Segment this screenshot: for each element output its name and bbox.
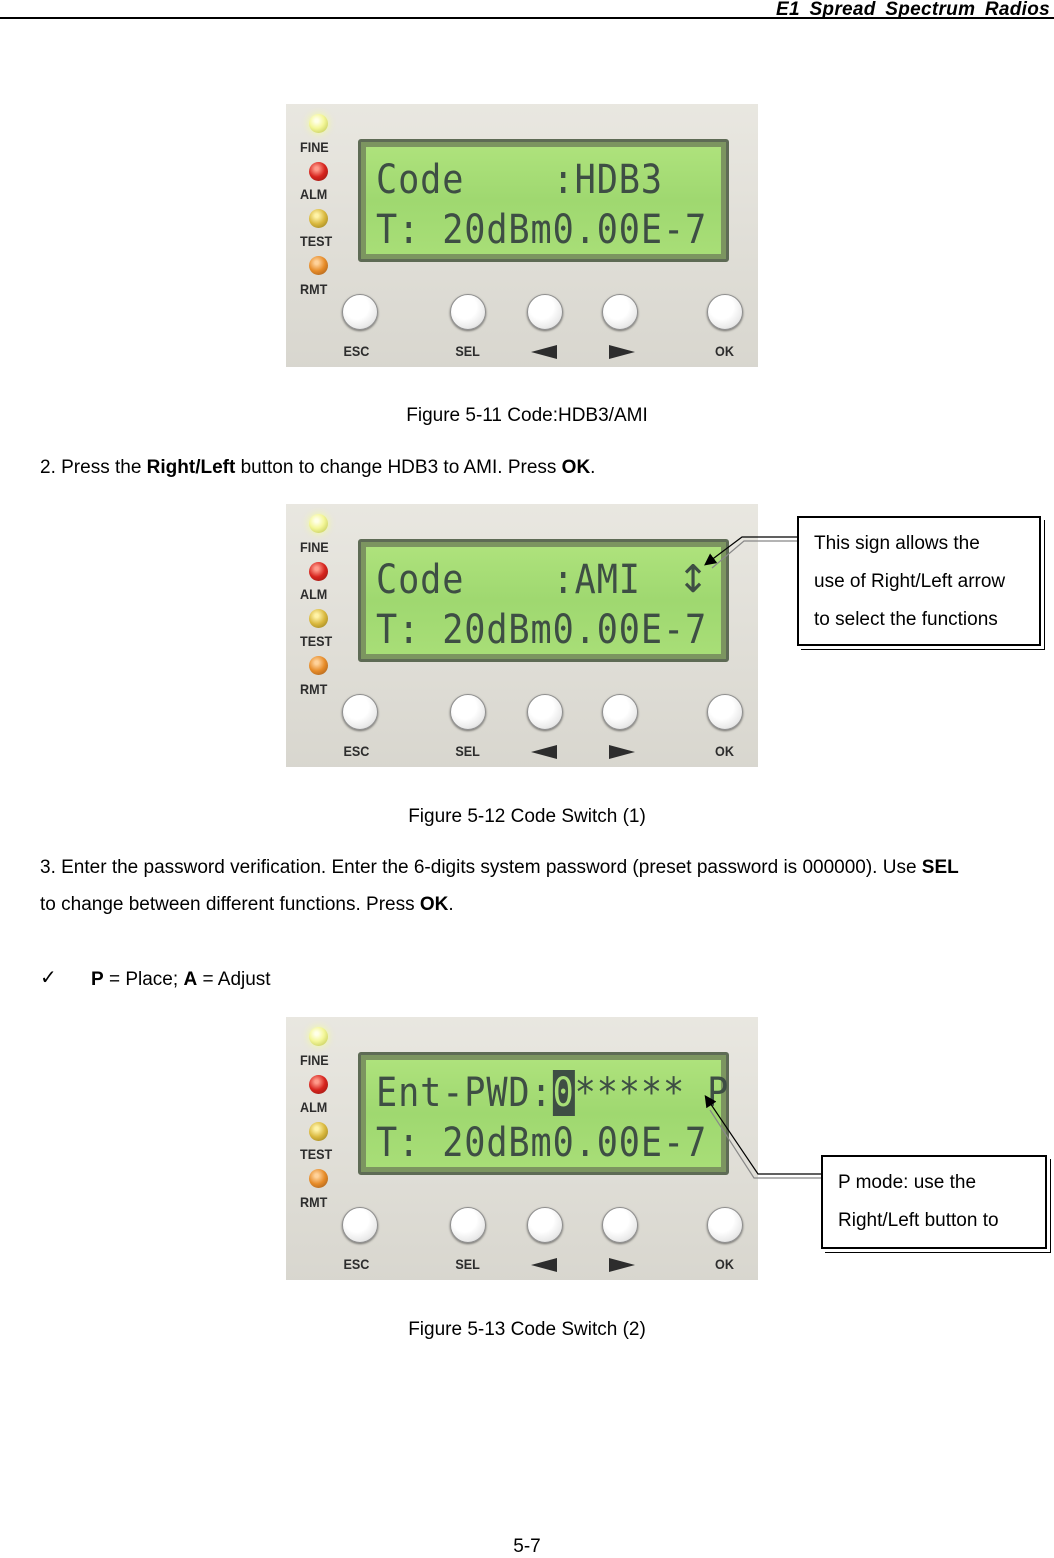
- rmt-led-icon: [309, 256, 328, 275]
- left-button: [527, 294, 563, 330]
- ok-label: OK: [715, 343, 734, 359]
- lcd-line-1: Ent-PWD:0***** P: [376, 1070, 730, 1116]
- lcd-screen: Code :HDB3 T: 20dBm0.00E-7: [358, 139, 729, 262]
- page-number: 5-7: [513, 1536, 541, 1557]
- sel-label: SEL: [455, 743, 480, 759]
- up-down-arrow-icon: ↕: [677, 557, 709, 601]
- right-arrow-icon: [609, 1258, 635, 1272]
- led-label-fine: FINE: [300, 539, 329, 555]
- device-panel-figure3: FINE ALM TEST RMT Ent-PWD:0***** P T: 20…: [286, 1017, 758, 1280]
- right-left-term: Right/Left: [146, 457, 236, 478]
- ok-button: [707, 1207, 743, 1243]
- device-panel-figure1: FINE ALM TEST RMT Code :HDB3 T: 20dBm0.0…: [286, 104, 758, 367]
- running-header: E1 Spread Spectrum Radios: [776, 0, 1050, 20]
- lcd-screen: Ent-PWD:0***** P T: 20dBm0.00E-7: [358, 1052, 729, 1175]
- ok-label: OK: [715, 1256, 734, 1272]
- sel-label: SEL: [455, 1256, 480, 1272]
- left-arrow-icon: [531, 745, 557, 759]
- right-button: [602, 694, 638, 730]
- sel-button: [450, 694, 486, 730]
- alm-led-icon: [309, 162, 328, 181]
- led-label-alm: ALM: [300, 186, 328, 202]
- led-label-fine: FINE: [300, 1052, 329, 1068]
- esc-label: ESC: [343, 743, 370, 759]
- right-arrow-icon: [609, 345, 635, 359]
- ok-button: [707, 694, 743, 730]
- rmt-led-icon: [309, 1169, 328, 1188]
- sel-button: [450, 294, 486, 330]
- led-label-rmt: RMT: [300, 1194, 328, 1210]
- right-button: [602, 1207, 638, 1243]
- lcd-line-1: Code :HDB3: [376, 157, 663, 203]
- test-led-icon: [309, 209, 328, 228]
- esc-label: ESC: [343, 343, 370, 359]
- lcd-screen: Code :AMI ↕ T: 20dBm0.00E-7: [358, 539, 729, 662]
- led-label-alm: ALM: [300, 586, 328, 602]
- test-led-icon: [309, 609, 328, 628]
- sel-label: SEL: [455, 343, 480, 359]
- led-label-test: TEST: [300, 633, 333, 649]
- left-button: [527, 1207, 563, 1243]
- place-adjust-note: P = Place; A = Adjust: [91, 969, 271, 990]
- sel-term: SEL: [921, 857, 959, 878]
- esc-button: [342, 294, 378, 330]
- header-rule: [0, 17, 1054, 19]
- led-label-fine: FINE: [300, 139, 329, 155]
- rmt-led-icon: [309, 656, 328, 675]
- lcd-line-2: T: 20dBm0.00E-7: [376, 207, 708, 253]
- led-label-rmt: RMT: [300, 681, 328, 697]
- led-label-test: TEST: [300, 1146, 333, 1162]
- test-led-icon: [309, 1122, 328, 1141]
- device-panel-figure2: FINE ALM TEST RMT Code :AMI ↕ T: 20dBm0.…: [286, 504, 758, 767]
- led-label-alm: ALM: [300, 1099, 328, 1115]
- led-label-rmt: RMT: [300, 281, 328, 297]
- fine-led-icon: [309, 114, 328, 133]
- lcd-line-2: T: 20dBm0.00E-7: [376, 1120, 708, 1166]
- checkmark-icon: ✓: [40, 967, 57, 989]
- lcd-cursor: 0: [552, 1070, 575, 1116]
- right-arrow-icon: [609, 745, 635, 759]
- step-2-paragraph: 2. Press the Right/Left button to change…: [40, 457, 596, 478]
- alm-led-icon: [309, 562, 328, 581]
- fine-led-icon: [309, 1027, 328, 1046]
- callout-p-mode: P mode: use the Right/Left button to: [821, 1155, 1047, 1249]
- ok-button: [707, 294, 743, 330]
- fine-led-icon: [309, 514, 328, 533]
- right-button: [602, 294, 638, 330]
- lcd-line-1: Code :AMI: [376, 557, 641, 603]
- lcd-line-2: T: 20dBm0.00E-7: [376, 607, 708, 653]
- ok-term: OK: [561, 457, 591, 478]
- figure-caption-3: Figure 5-13 Code Switch (2): [408, 1319, 646, 1340]
- esc-button: [342, 694, 378, 730]
- figure-caption-1: Figure 5-11 Code:HDB3/AMI: [406, 405, 648, 426]
- callout-arrow-sign: This sign allows the use of Right/Left a…: [797, 516, 1041, 646]
- ok-term: OK: [419, 894, 449, 915]
- left-button: [527, 694, 563, 730]
- alm-led-icon: [309, 1075, 328, 1094]
- led-label-test: TEST: [300, 233, 333, 249]
- esc-button: [342, 1207, 378, 1243]
- figure-caption-2: Figure 5-12 Code Switch (1): [408, 806, 646, 827]
- left-arrow-icon: [531, 345, 557, 359]
- sel-button: [450, 1207, 486, 1243]
- step-3-paragraph: 3. Enter the password verification. Ente…: [40, 857, 959, 915]
- esc-label: ESC: [343, 1256, 370, 1272]
- left-arrow-icon: [531, 1258, 557, 1272]
- ok-label: OK: [715, 743, 734, 759]
